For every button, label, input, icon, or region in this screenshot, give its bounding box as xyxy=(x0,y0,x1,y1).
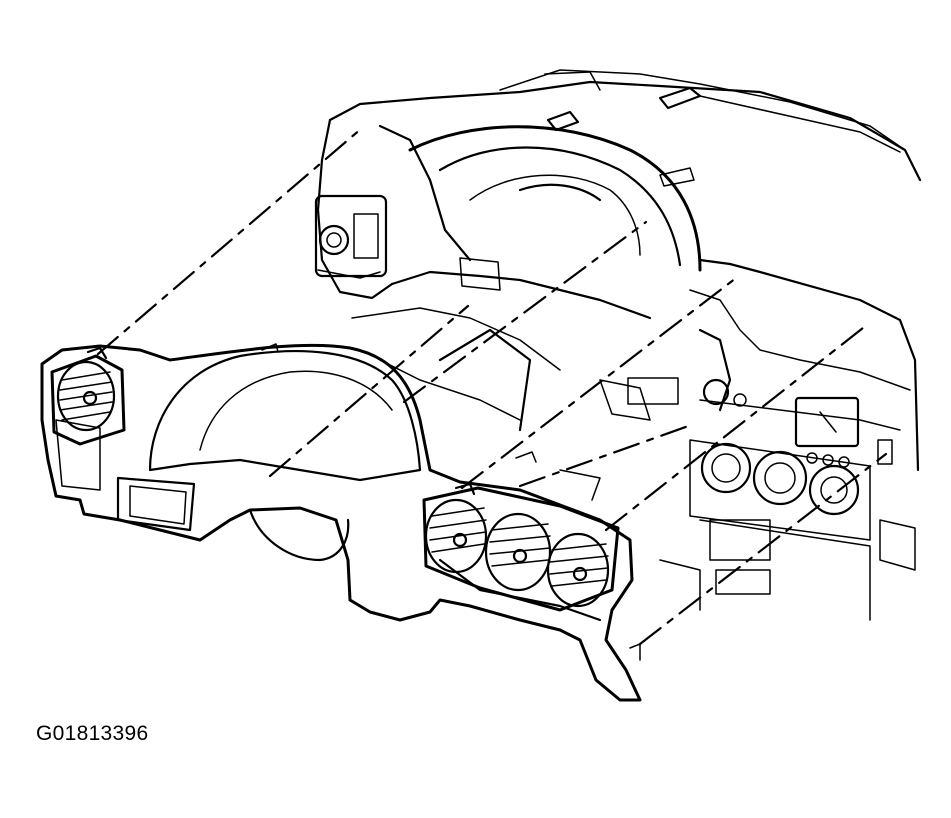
alignment-line-2 xyxy=(268,304,470,478)
alignment-line-1 xyxy=(96,126,364,356)
instrument-panel-carrier xyxy=(314,69,922,621)
alignment-line-6 xyxy=(604,322,870,532)
figure-id-caption: G01813396 xyxy=(36,722,149,745)
alignment-line-3 xyxy=(402,220,648,404)
left-air-outlet xyxy=(50,346,126,446)
alignment-lines xyxy=(96,126,888,661)
alignment-line-7 xyxy=(638,452,888,646)
alignment-line-5 xyxy=(518,422,696,488)
alignment-line-4 xyxy=(460,276,738,490)
trim-bezel xyxy=(40,343,642,702)
center-air-outlets xyxy=(422,482,620,612)
